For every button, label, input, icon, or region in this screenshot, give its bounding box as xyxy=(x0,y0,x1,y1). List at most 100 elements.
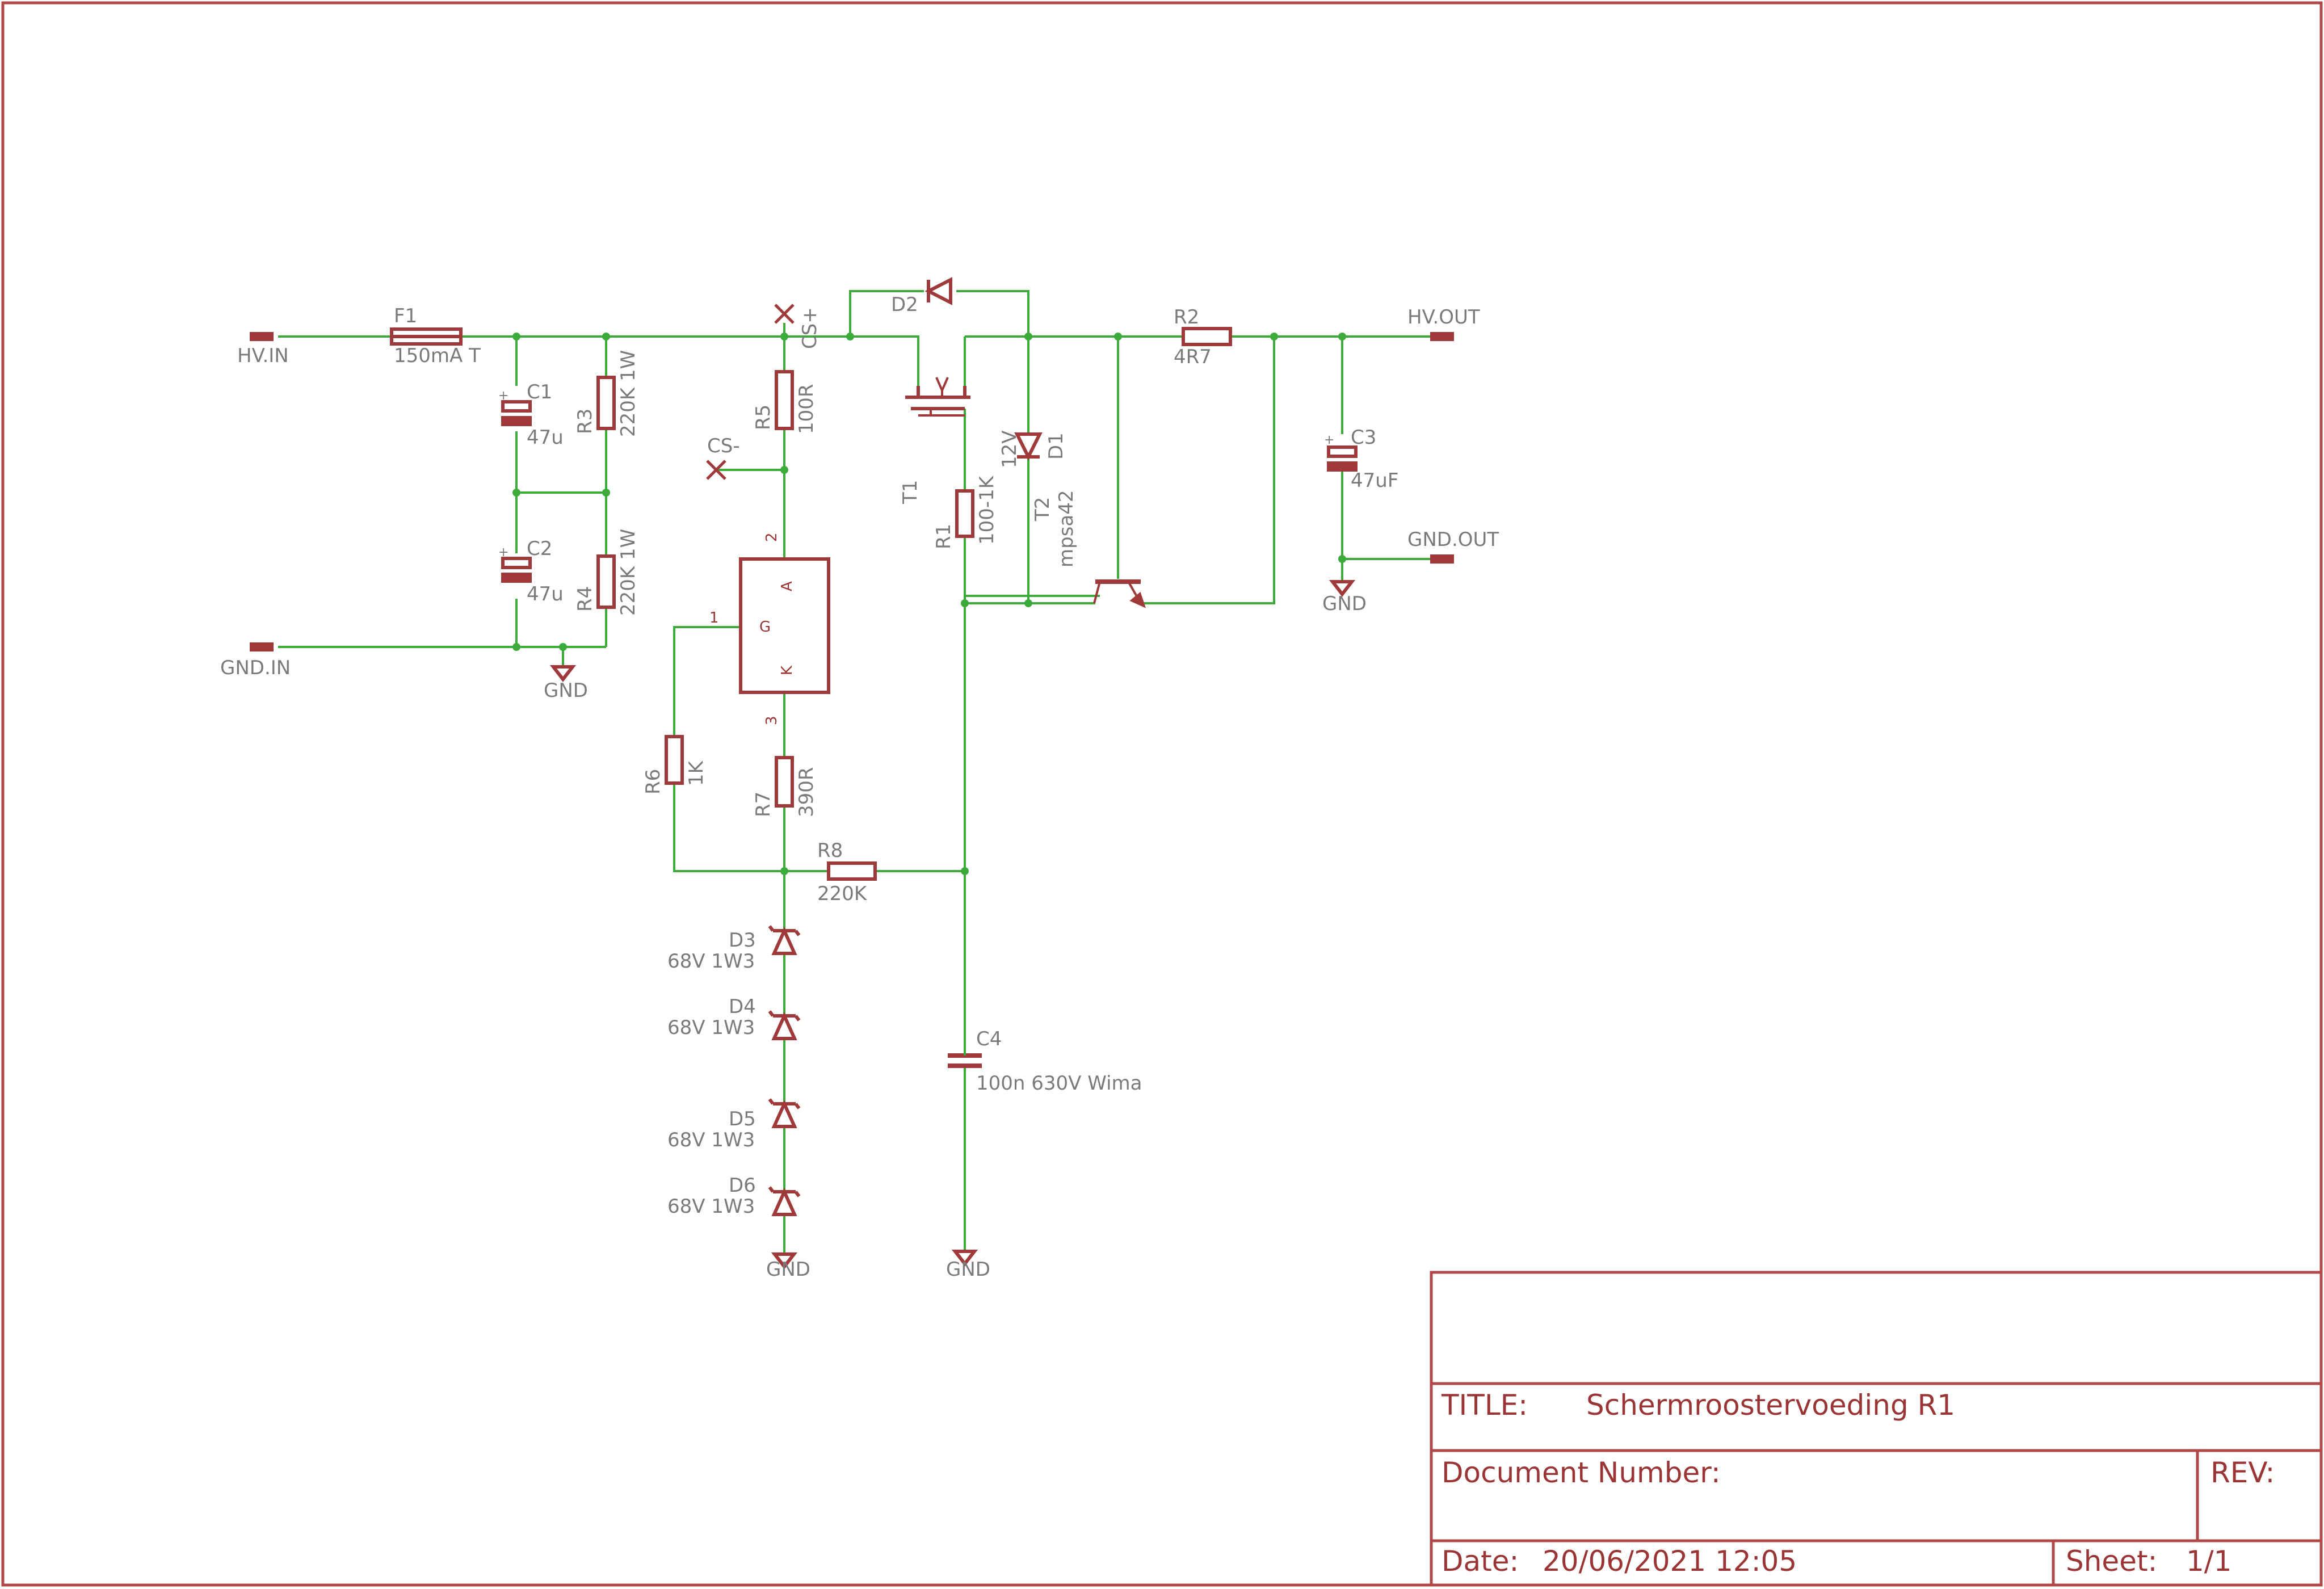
resistor-R8-name: R8 xyxy=(817,839,843,862)
resistor-R3-name: R3 xyxy=(574,409,596,434)
capacitor-C3-value: 47uF xyxy=(1351,469,1398,492)
wires xyxy=(278,290,1389,1254)
resistor-R8: R8 220K xyxy=(817,839,877,905)
gnd-symbol-c4: GND xyxy=(946,1250,990,1281)
diode-D2-name: D2 xyxy=(891,293,918,316)
port-gnd-out: GND.OUT xyxy=(1389,528,1499,564)
zener-D4: D4 68V 1W3 xyxy=(667,995,801,1040)
cs-minus-label: CS- xyxy=(707,435,740,457)
gnd-symbol-c4-label: GND xyxy=(946,1258,990,1281)
capacitor-C2-value: 47u xyxy=(527,583,564,606)
cs-plus-label: CS+ xyxy=(799,307,821,349)
port-gnd-in: GND.IN xyxy=(220,642,291,679)
svg-text:+: + xyxy=(498,545,508,560)
sheet-value: 1/1 xyxy=(2186,1545,2231,1578)
cs-plus-marker: CS+ xyxy=(774,304,821,349)
zener-D6-name: D6 xyxy=(729,1174,756,1197)
resistor-R2-name: R2 xyxy=(1174,306,1199,329)
sheet-label: Sheet: xyxy=(2066,1545,2157,1578)
resistor-R3: R3 220K 1W xyxy=(574,350,640,437)
capacitor-C1: + C1 47u xyxy=(498,381,564,449)
zener-D1-value: 12V xyxy=(998,430,1021,468)
resistor-R5: R5 100R xyxy=(752,370,818,434)
zener-D3-value: 68V 1W3 xyxy=(667,950,755,973)
resistor-R3-value: 220K 1W xyxy=(617,350,640,437)
port-gnd-in-label: GND.IN xyxy=(220,657,291,679)
port-hv-out: HV.OUT xyxy=(1389,306,1480,341)
zener-D1: D1 12V xyxy=(998,430,1068,468)
zener-D5-name: D5 xyxy=(729,1108,756,1130)
capacitor-C2-name: C2 xyxy=(527,537,552,560)
gnd-symbol-zener-label: GND xyxy=(766,1258,810,1281)
capacitor-C3: + C3 47uF xyxy=(1324,426,1398,492)
resistor-R2-value: 4R7 xyxy=(1174,346,1212,368)
resistor-R8-value: 220K xyxy=(817,882,868,905)
mosfet-T1-name: T1 xyxy=(899,480,922,505)
fuse-F1-name: F1 xyxy=(394,305,417,327)
current-regulator-ic: 2 3 1 A G K xyxy=(709,532,830,725)
title-value: Schermroostervoeding R1 xyxy=(1586,1389,1955,1422)
resistor-R2: R2 4R7 xyxy=(1174,306,1232,368)
zener-D6: D6 68V 1W3 xyxy=(667,1174,801,1218)
resistor-R4-value: 220K 1W xyxy=(617,529,640,616)
port-gnd-out-label: GND.OUT xyxy=(1407,528,1499,551)
title-block: TITLE: Schermroostervoeding R1 Document … xyxy=(1430,1271,2323,1587)
resistor-R1-name: R1 xyxy=(932,524,955,549)
port-hv-in: HV.IN xyxy=(237,332,289,367)
zener-D4-value: 68V 1W3 xyxy=(667,1016,755,1039)
capacitor-C3-name: C3 xyxy=(1351,426,1376,449)
capacitor-C1-value: 47u xyxy=(527,426,564,449)
ic-pin-2-number: 2 xyxy=(763,532,780,542)
junction-dots xyxy=(512,333,1346,875)
resistor-R6-value: 1K xyxy=(685,760,708,786)
transistor-T2-value: mpsa42 xyxy=(1055,490,1078,568)
cs-minus-marker: CS- xyxy=(706,435,740,480)
ic-pin-3-number: 3 xyxy=(763,716,780,725)
resistor-R5-value: 100R xyxy=(795,384,818,434)
zener-D5-value: 68V 1W3 xyxy=(667,1129,755,1151)
transistor-T2-name: T2 xyxy=(1031,497,1054,522)
resistor-R1-value: 100-1K xyxy=(976,475,998,545)
ic-pin-g-label: G xyxy=(759,619,771,636)
resistor-R7-name: R7 xyxy=(752,792,775,817)
fuse-F1: F1 150mA T xyxy=(390,305,481,367)
capacitor-C4-value: 100n 630V Wima xyxy=(976,1072,1142,1095)
zener-D3: D3 68V 1W3 xyxy=(667,925,801,973)
ic-pin-1-number: 1 xyxy=(709,609,719,627)
gnd-symbol-input-label: GND xyxy=(544,679,588,702)
zener-D4-name: D4 xyxy=(729,995,756,1018)
port-hv-out-label: HV.OUT xyxy=(1407,306,1480,329)
rev-label: REV: xyxy=(2210,1456,2275,1489)
date-value: 20/06/2021 12:05 xyxy=(1543,1545,1797,1578)
resistor-R7-value: 390R xyxy=(795,767,818,817)
svg-text:+: + xyxy=(498,389,508,403)
fuse-F1-value: 150mA T xyxy=(394,344,481,367)
capacitor-C4: C4 100n 630V Wima xyxy=(948,1028,1142,1095)
gnd-symbol-output: GND xyxy=(1322,580,1367,615)
zener-D5: D5 68V 1W3 xyxy=(667,1098,801,1151)
capacitor-C1-name: C1 xyxy=(527,381,552,403)
resistor-R1: R1 100-1K xyxy=(932,475,998,549)
capacitor-C4-name: C4 xyxy=(976,1028,1002,1050)
resistor-R4: R4 220K 1W xyxy=(574,529,640,616)
diode-D2: D2 xyxy=(891,277,952,316)
ic-pin-a-label: A xyxy=(779,581,796,591)
capacitor-C2: + C2 47u xyxy=(498,537,564,606)
resistor-R6-name: R6 xyxy=(642,769,665,794)
resistor-R7: R7 390R xyxy=(752,756,818,817)
gnd-symbol-input: GND xyxy=(544,665,588,702)
gnd-symbol-output-label: GND xyxy=(1322,592,1367,615)
resistor-R4-name: R4 xyxy=(574,586,596,612)
document-number-label: Document Number: xyxy=(1442,1456,1721,1489)
zener-D1-name: D1 xyxy=(1045,432,1068,460)
ic-pin-k-label: K xyxy=(779,665,796,675)
gnd-symbol-zener: GND xyxy=(766,1252,810,1281)
zener-D6-value: 68V 1W3 xyxy=(667,1195,755,1218)
resistor-R6: R6 1K xyxy=(642,735,708,794)
date-label: Date: xyxy=(1442,1545,1519,1578)
mosfet-T1: T1 xyxy=(899,377,970,505)
transistor-T2: T2 mpsa42 xyxy=(1031,490,1146,608)
port-hv-in-label: HV.IN xyxy=(237,344,289,367)
